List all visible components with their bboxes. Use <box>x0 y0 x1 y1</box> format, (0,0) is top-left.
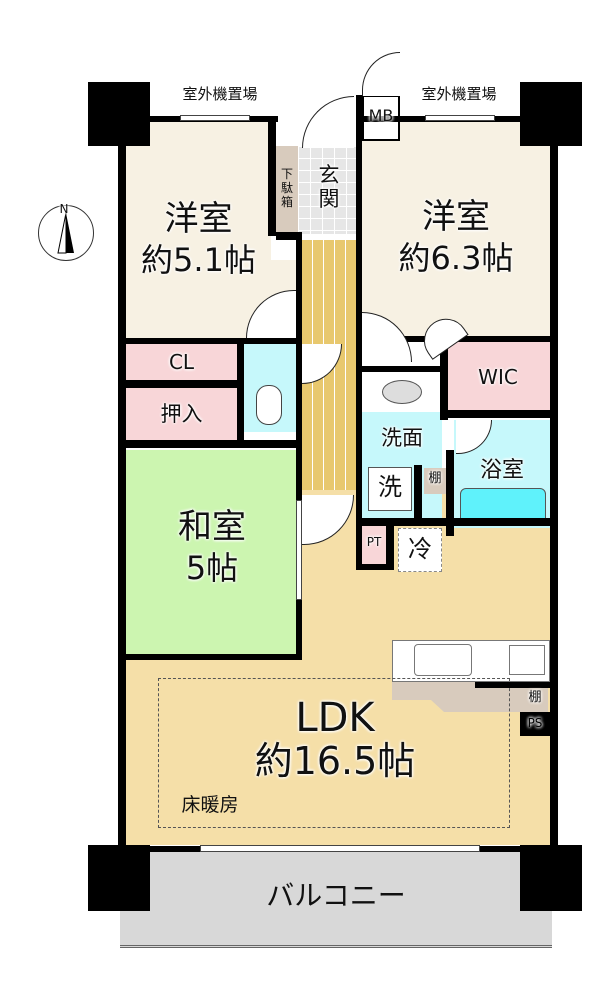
wall <box>440 340 448 420</box>
wall <box>268 116 276 236</box>
mb-label: MB <box>368 106 394 125</box>
wall <box>276 232 302 240</box>
sink-icon <box>382 380 422 404</box>
oshiire <box>126 388 237 440</box>
bath-label: 浴室 <box>479 458 524 483</box>
wic <box>446 342 550 410</box>
wall <box>414 465 422 520</box>
compass-icon <box>38 205 94 261</box>
western-room-1-name: 洋室 <box>164 199 233 239</box>
window <box>180 115 250 121</box>
ldk-size: 約16.5帖 <box>254 739 416 783</box>
closet <box>126 344 237 380</box>
wall <box>296 236 302 656</box>
washroom-label: 洗面 <box>381 426 423 450</box>
western-room-2 <box>362 120 550 338</box>
entrance <box>298 146 356 234</box>
wic-label: WIC <box>478 365 518 389</box>
ac-unit-right-label: 室外機置場 <box>421 85 497 103</box>
toilet-icon <box>256 385 282 425</box>
ps-box <box>520 712 550 736</box>
japanese-room-size: 5帖 <box>185 549 239 587</box>
pillar <box>520 82 582 146</box>
ldk-name: LDK <box>295 695 375 741</box>
washer-label: 洗 <box>378 473 402 501</box>
window <box>425 115 495 121</box>
western-room-2-name: 洋室 <box>422 197 490 237</box>
wall <box>237 338 244 442</box>
stove-icon <box>509 645 545 675</box>
fridge-label: 冷 <box>408 535 432 563</box>
window <box>296 500 302 600</box>
wall <box>356 518 552 526</box>
kitchen-sink <box>414 644 472 676</box>
window <box>200 845 480 852</box>
shelf-1 <box>424 468 446 494</box>
wall <box>446 410 552 418</box>
washer <box>368 467 412 511</box>
floor-heating-label: 床暖房 <box>181 794 239 816</box>
wall <box>118 118 126 852</box>
pillar <box>520 845 582 911</box>
japanese-room-name: 和室 <box>178 507 246 547</box>
door-mb[interactable] <box>362 52 400 96</box>
ps-label: PS <box>527 716 543 730</box>
wall <box>550 118 558 852</box>
balcony-label: バルコニー <box>266 879 406 912</box>
balcony <box>120 852 552 948</box>
shelf-2 <box>522 688 548 712</box>
western-room-1-size: 約5.1帖 <box>141 241 256 279</box>
western-room-1 <box>126 120 271 342</box>
shelf-1-label: 棚 <box>428 471 442 486</box>
wall <box>126 338 298 344</box>
wall <box>126 380 238 388</box>
wall <box>362 366 448 372</box>
shelf-2-label: 棚 <box>528 690 542 705</box>
fridge-space <box>398 528 442 572</box>
pt-label: PT <box>366 535 382 549</box>
oshiire-label: 押入 <box>160 402 203 426</box>
japanese-room <box>126 450 298 654</box>
floor-heating-area <box>158 678 510 828</box>
wall <box>446 450 454 536</box>
door-entrance[interactable] <box>302 96 354 148</box>
pillar <box>88 82 150 146</box>
pillar <box>88 845 150 911</box>
compass-label: N <box>59 200 69 215</box>
shoe-box-label: 下駄箱 <box>280 167 293 209</box>
closet-label: CL <box>168 350 195 374</box>
wall <box>356 95 362 565</box>
wall <box>356 564 394 570</box>
wall <box>126 654 302 660</box>
entrance-label: 玄関 <box>318 163 340 212</box>
pt-box <box>362 526 386 564</box>
wall <box>475 682 550 688</box>
western-room-2-size: 約6.3帖 <box>398 239 514 277</box>
wall <box>386 526 394 568</box>
shoe-box <box>276 146 298 234</box>
wall <box>126 440 298 448</box>
ac-unit-left-label: 室外機置場 <box>182 85 258 103</box>
